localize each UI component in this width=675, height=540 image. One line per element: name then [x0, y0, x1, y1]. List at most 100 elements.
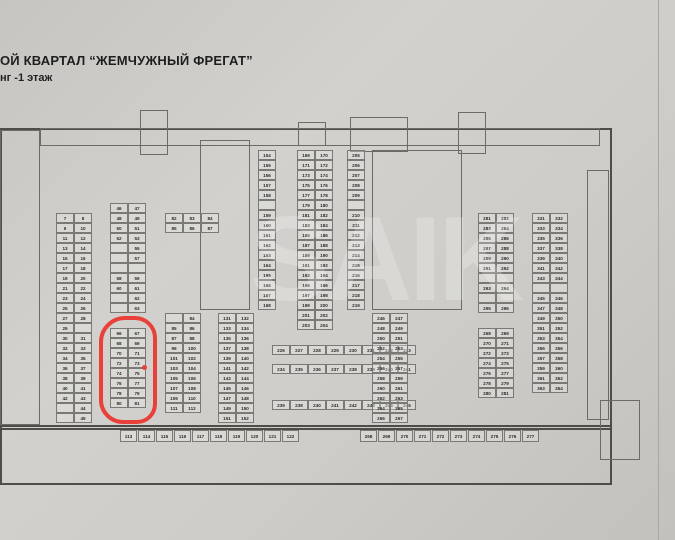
parking-spot: 138 — [236, 343, 254, 353]
parking-spot — [74, 323, 92, 333]
parking-spot: 110 — [183, 393, 201, 403]
top-rooms — [40, 128, 600, 146]
parking-spot: 205 — [347, 150, 365, 160]
parking-spot: 101 — [165, 353, 183, 363]
parking-spot: 264 — [372, 403, 390, 413]
right-annex — [600, 400, 640, 460]
parking-spot: 226 — [272, 345, 290, 355]
parking-spot: 8 — [74, 213, 92, 223]
parking-spot: 241 — [326, 400, 344, 410]
parking-spot: 195 — [297, 280, 315, 290]
parking-spot: 52 — [110, 233, 128, 243]
parking-spot: 242 — [344, 400, 362, 410]
parking-spot: 203 — [297, 320, 315, 330]
parking-spot: 210 — [347, 210, 365, 220]
parking-spot: 142 — [236, 363, 254, 373]
parking-spot: 20 — [74, 273, 92, 283]
parking-spot: 248 — [372, 323, 390, 333]
parking-spot: 116 — [174, 430, 191, 442]
parking-spot: 274 — [468, 430, 485, 442]
parking-spot: 115 — [156, 430, 173, 442]
red-highlight-circle — [99, 316, 157, 424]
parking-spot: 57 — [128, 253, 146, 263]
parking-spot: 37 — [74, 363, 92, 373]
parking-spot: 70 — [110, 348, 128, 358]
parking-spot: 107 — [165, 383, 183, 393]
parking-spot: 234 — [272, 364, 290, 374]
parking-spot: 356 — [550, 343, 568, 353]
parking-spot: 187 — [297, 240, 315, 250]
parking-spot: 206 — [347, 160, 365, 170]
parking-spot: 182 — [315, 210, 333, 220]
parking-spot: 269 — [496, 328, 514, 338]
parking-spot: 283 — [478, 223, 496, 233]
parking-spot: 243 — [362, 400, 380, 410]
parking-spot: 294 — [496, 283, 514, 293]
parking-spot: 272 — [478, 348, 496, 358]
parking-spot: 218 — [347, 290, 365, 300]
parking-spot: 357 — [532, 353, 550, 363]
parking-spot: 271 — [496, 338, 514, 348]
parking-spot: 228 — [308, 345, 326, 355]
parking-spot: 347 — [532, 303, 550, 313]
parking-spot: 150 — [236, 403, 254, 413]
parking-spot: 227 — [290, 345, 308, 355]
parking-spot: 139 — [218, 353, 236, 363]
parking-spot: 362 — [550, 373, 568, 383]
right-wing — [587, 170, 609, 420]
parking-spot: 231 — [362, 345, 380, 355]
parking-spot: 9 — [56, 223, 74, 233]
parking-spot: 254 — [372, 353, 390, 363]
parking-spot: 134 — [236, 323, 254, 333]
parking-spot: 31 — [74, 333, 92, 343]
parking-spot: 258 — [372, 373, 390, 383]
parking-spot: 296 — [496, 303, 514, 313]
parking-spot: 363 — [532, 383, 550, 393]
parking-spot: 135 — [218, 333, 236, 343]
parking-spot: 13 — [56, 243, 74, 253]
parking-spot: 216 — [347, 270, 365, 280]
parking-spot: 237 — [326, 364, 344, 374]
parking-spot: 344 — [550, 273, 568, 283]
parking-spot: 359 — [532, 363, 550, 373]
parking-spot: 33 — [74, 343, 92, 353]
tower-4 — [458, 112, 486, 154]
parking-spot: 278 — [478, 378, 496, 388]
parking-spot: 355 — [532, 343, 550, 353]
parking-spot: 158 — [258, 190, 276, 200]
core-block-2 — [372, 150, 462, 310]
parking-spot: 36 — [56, 363, 74, 373]
parking-spot: 358 — [550, 353, 568, 363]
parking-spot: 32 — [56, 343, 74, 353]
parking-spot: 175 — [297, 180, 315, 190]
parking-spot: 19 — [56, 273, 74, 283]
parking-spot: 137 — [218, 343, 236, 353]
parking-spot: 119 — [228, 430, 245, 442]
parking-spot: 350 — [550, 313, 568, 323]
parking-spot: 25 — [56, 303, 74, 313]
parking-spot: 360 — [550, 363, 568, 373]
parking-spot: 193 — [297, 270, 315, 280]
bottom-wall — [0, 425, 612, 485]
parking-spot: 337 — [532, 243, 550, 253]
parking-spot: 44 — [74, 403, 92, 413]
parking-spot: 145 — [218, 383, 236, 393]
parking-spot: 334 — [550, 223, 568, 233]
parking-spot: 295 — [478, 303, 496, 313]
parking-spot: 180 — [315, 200, 333, 210]
parking-spot: 275 — [486, 430, 503, 442]
parking-spot: 42 — [56, 393, 74, 403]
parking-spot — [110, 253, 128, 263]
parking-spot: 172 — [315, 160, 333, 170]
parking-spot — [165, 313, 183, 323]
parking-spot: 147 — [218, 393, 236, 403]
plan-subtitle: нг -1 этаж — [0, 72, 53, 84]
parking-spot — [478, 293, 496, 303]
parking-spot: 289 — [478, 253, 496, 263]
parking-spot — [110, 303, 128, 313]
parking-spot: 266 — [372, 413, 390, 423]
parking-spot: 276 — [478, 368, 496, 378]
parking-spot — [496, 293, 514, 303]
parking-spot: 45 — [74, 413, 92, 423]
parking-spot: 43 — [74, 393, 92, 403]
